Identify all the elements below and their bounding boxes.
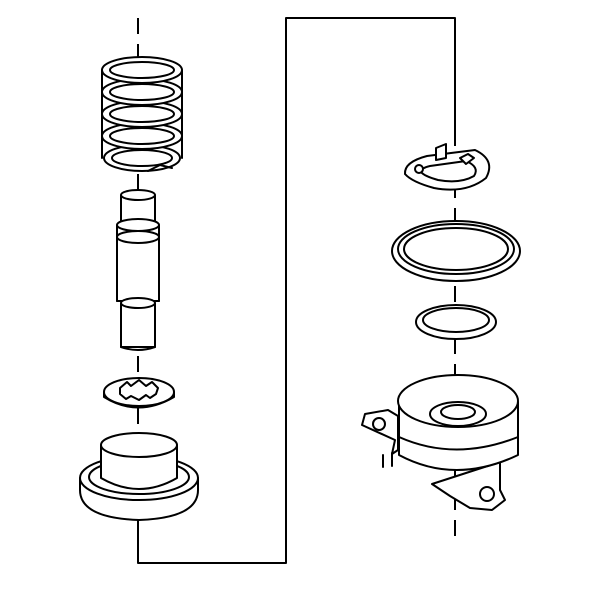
valve-piston xyxy=(116,189,160,351)
left-assembly-stack xyxy=(79,18,199,530)
right-assembly-stack xyxy=(361,130,521,545)
housing xyxy=(361,374,519,511)
coil-spring xyxy=(101,56,183,172)
toothed-washer xyxy=(103,377,175,409)
snap-ring xyxy=(403,143,491,191)
small-o-ring xyxy=(415,304,497,340)
connector-bracket-line xyxy=(137,17,456,564)
spring-seat-cup xyxy=(79,432,199,521)
large-o-ring xyxy=(391,220,521,282)
